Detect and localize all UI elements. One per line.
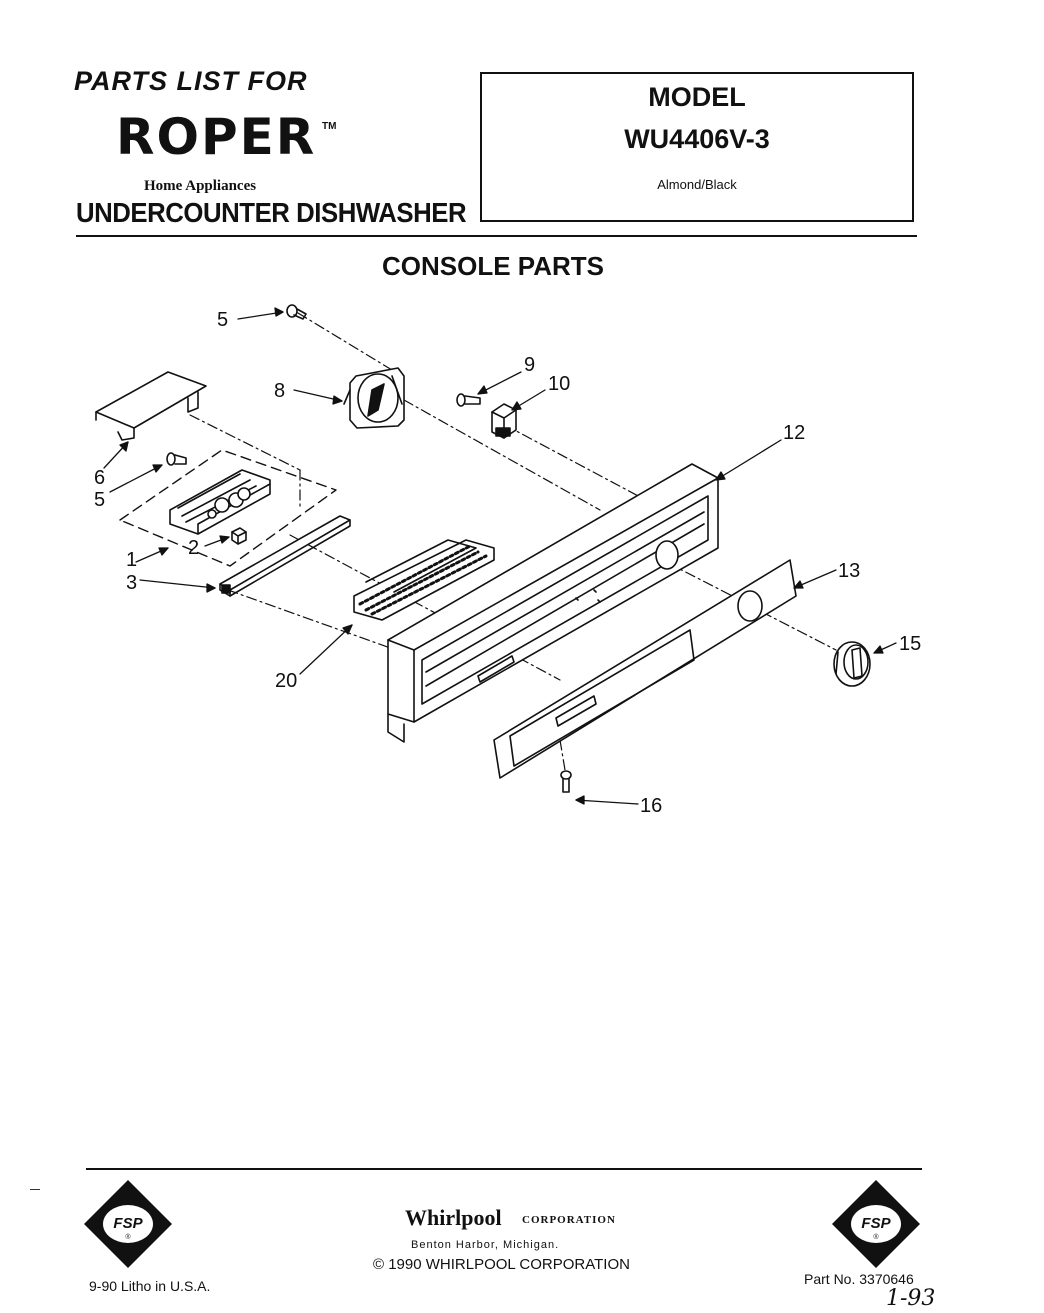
print-date: 9-90 Litho in U.S.A.: [89, 1278, 211, 1294]
fsp-badge-left-mark: ®: [125, 1233, 131, 1241]
model-number: WU4406V-3: [624, 124, 770, 154]
callout-13: 13: [838, 560, 860, 582]
fsp-badge-left: FSP ®: [84, 1180, 172, 1268]
model-box: [480, 72, 914, 222]
callout-10: 10: [548, 373, 570, 395]
callout-6: 6: [94, 467, 105, 489]
part-3-rail: [219, 515, 351, 597]
part-1-control-board: [119, 449, 337, 567]
part-5-screw-top: [286, 304, 307, 320]
part-2-button: [231, 527, 247, 545]
callout-2: 2: [188, 537, 199, 559]
callout-16: 16: [640, 795, 662, 817]
part-10-clip: [491, 403, 517, 439]
callout-8: 8: [274, 380, 285, 402]
header-divider: [76, 235, 917, 237]
brand-tagline: Home Appliances: [144, 178, 257, 194]
callout-5-top: 5: [217, 309, 228, 331]
roper-logo: ROPER: [116, 108, 317, 166]
callout-15: 15: [899, 633, 921, 655]
section-title: CONSOLE PARTS: [382, 251, 604, 281]
model-label: MODEL: [648, 82, 746, 112]
part-15-knob: [833, 641, 871, 687]
corporation-city: Benton Harbor, Michigan.: [411, 1239, 560, 1251]
copyright-notice: © 1990 WHIRLPOOL CORPORATION: [373, 1256, 630, 1273]
scan-mark: [30, 1189, 40, 1190]
callout-9: 9: [524, 354, 535, 376]
callout-12: 12: [783, 422, 805, 444]
fsp-badge-left-label: FSP: [113, 1215, 143, 1232]
product-title: UNDERCOUNTER DISHWASHER: [76, 197, 467, 228]
part-5-screw-side: [166, 452, 187, 466]
part-number: Part No. 3370646: [804, 1271, 914, 1287]
fsp-badge-right-mark: ®: [873, 1233, 879, 1241]
part-16-screw: [560, 770, 572, 793]
corporation-name: Whirlpool: [405, 1205, 502, 1230]
callout-1: 1: [126, 549, 137, 571]
model-color: Almond/Black: [657, 177, 737, 192]
part-8-selector-switch: [343, 367, 405, 429]
parts-list-heading: PARTS LIST FOR: [74, 66, 308, 96]
callout-5-side: 5: [94, 489, 105, 511]
fsp-badge-right-label: FSP: [861, 1215, 891, 1232]
fsp-badge-right: FSP ®: [832, 1180, 920, 1268]
callout-3: 3: [126, 572, 137, 594]
part-9-screw: [456, 393, 481, 407]
part-20-light-strip: [353, 539, 495, 621]
part-6-bracket: [95, 371, 207, 441]
corporation-suffix: CORPORATION: [522, 1214, 616, 1226]
callout-numbers: 5 8 9 10 12 6 5 1 2 3 13 15 20 16: [94, 309, 921, 817]
callout-20: 20: [275, 670, 297, 692]
assembly-lines: [189, 312, 837, 771]
footer-divider: [86, 1168, 922, 1170]
trademark-mark: TM: [322, 121, 337, 132]
part-13-overlay-panel: [493, 559, 797, 779]
part-12-console-frame: [387, 463, 719, 743]
callout-leaders: [103, 307, 897, 805]
handwritten-date: 1-93: [886, 1286, 936, 1311]
